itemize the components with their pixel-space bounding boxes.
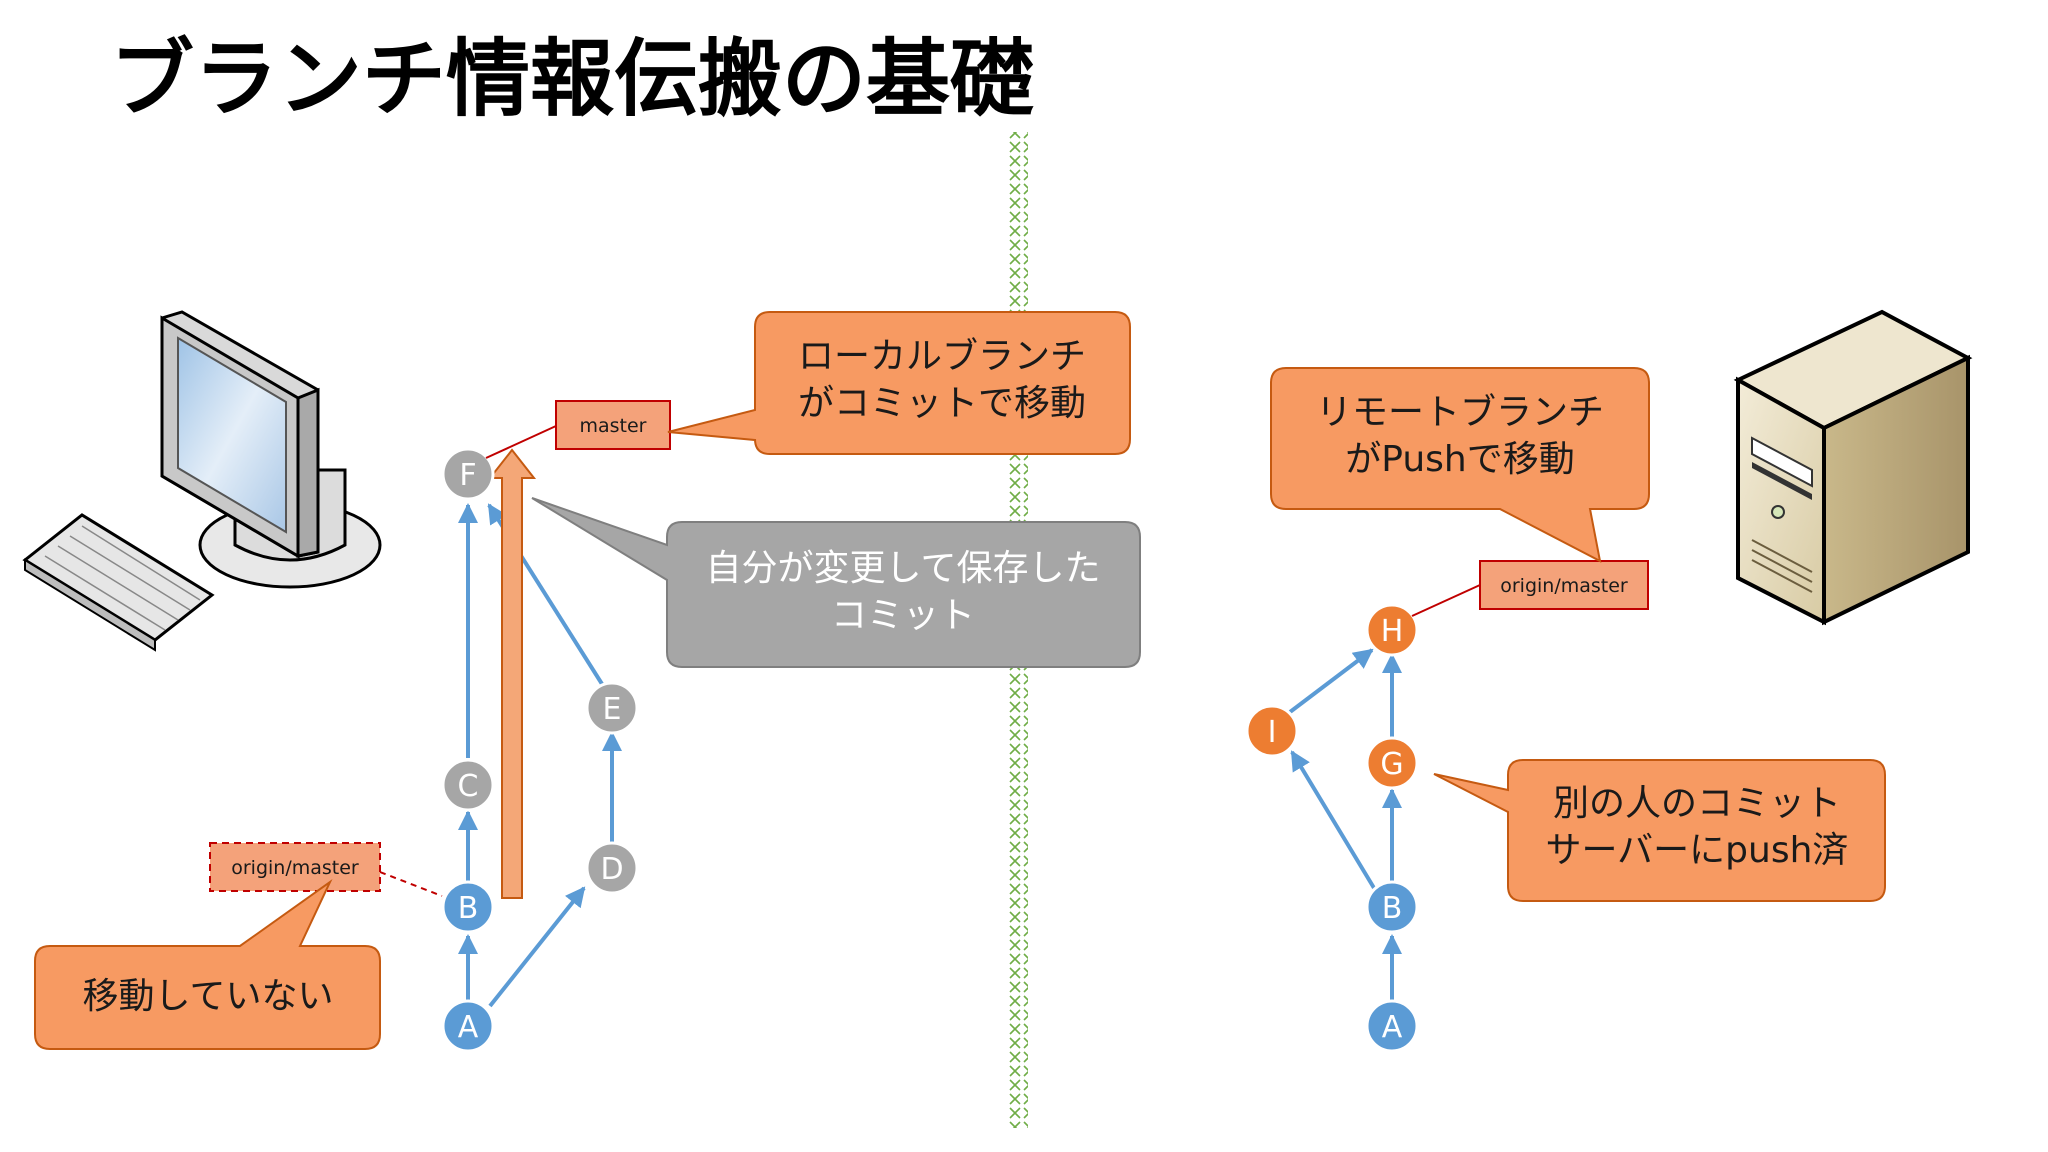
svg-text:origin/master: origin/master (1500, 575, 1628, 597)
svg-text:コミット: コミット (831, 595, 975, 636)
local-node-d: D (585, 841, 639, 895)
remote-graph-edges (1288, 648, 1402, 1000)
local-node-b: B (441, 880, 495, 934)
svg-text:D: D (600, 852, 623, 887)
origin-master-local-label: origin/master (209, 842, 381, 892)
local-node-e: E (585, 681, 639, 735)
svg-text:がコミットで移動: がコミットで移動 (798, 383, 1086, 424)
desktop-computer-icon (22, 310, 382, 652)
svg-text:A: A (458, 1010, 479, 1045)
page-title: ブランチ情報伝搬の基礎 (110, 30, 1034, 128)
svg-text:G: G (1380, 747, 1403, 782)
callout-local-branch: ローカルブランチ がコミットで移動 (667, 311, 1131, 455)
remote-node-h: H (1365, 603, 1419, 657)
svg-text:master: master (579, 415, 646, 437)
svg-text:移動していない: 移動していない (83, 976, 334, 1017)
svg-text:サーバーにpush済: サーバーにpush済 (1546, 830, 1849, 871)
origin-master-remote-connector (1411, 584, 1481, 617)
svg-text:F: F (459, 458, 476, 493)
svg-text:A: A (1382, 1010, 1403, 1045)
remote-node-g: G (1365, 736, 1419, 790)
svg-text:E: E (603, 692, 622, 727)
svg-text:リモートブランチ: リモートブランチ (1316, 392, 1604, 433)
svg-text:B: B (458, 891, 479, 926)
callout-not-moved: 移動していない (34, 878, 381, 1050)
callout-other-commit: 別の人のコミット サーバーにpush済 (1433, 759, 1886, 902)
svg-text:H: H (1381, 614, 1404, 649)
origin-master-local-connector (379, 871, 443, 897)
local-graph-edges (458, 503, 622, 1008)
master-label-connector (485, 425, 557, 459)
svg-text:がPushで移動: がPushで移動 (1345, 439, 1574, 480)
svg-text:I: I (1268, 715, 1277, 750)
svg-text:origin/master: origin/master (231, 857, 359, 879)
callout-remote-branch: リモートブランチ がPushで移動 (1270, 367, 1650, 563)
remote-node-b: B (1365, 880, 1419, 934)
svg-text:自分が変更して保存した: 自分が変更して保存した (706, 548, 1101, 589)
local-node-a: A (441, 999, 495, 1053)
local-node-f: F (441, 447, 495, 501)
edge-a-d (488, 886, 586, 1008)
remote-node-i: I (1245, 704, 1299, 758)
edge-remote-i-h (1288, 648, 1374, 714)
edge-remote-b-i (1290, 750, 1376, 890)
svg-text:ローカルブランチ: ローカルブランチ (798, 336, 1086, 377)
server-tower-icon (1733, 309, 1973, 626)
callout-own-commit: 自分が変更して保存した コミット (531, 497, 1141, 668)
local-node-c: C (441, 758, 495, 812)
master-move-arrow (487, 448, 537, 899)
origin-master-remote-label: origin/master (1479, 560, 1649, 610)
svg-text:C: C (458, 769, 479, 804)
svg-text:B: B (1382, 891, 1403, 926)
remote-node-a: A (1365, 999, 1419, 1053)
master-branch-label: master (555, 400, 671, 450)
svg-text:別の人のコミット: 別の人のコミット (1553, 783, 1841, 824)
